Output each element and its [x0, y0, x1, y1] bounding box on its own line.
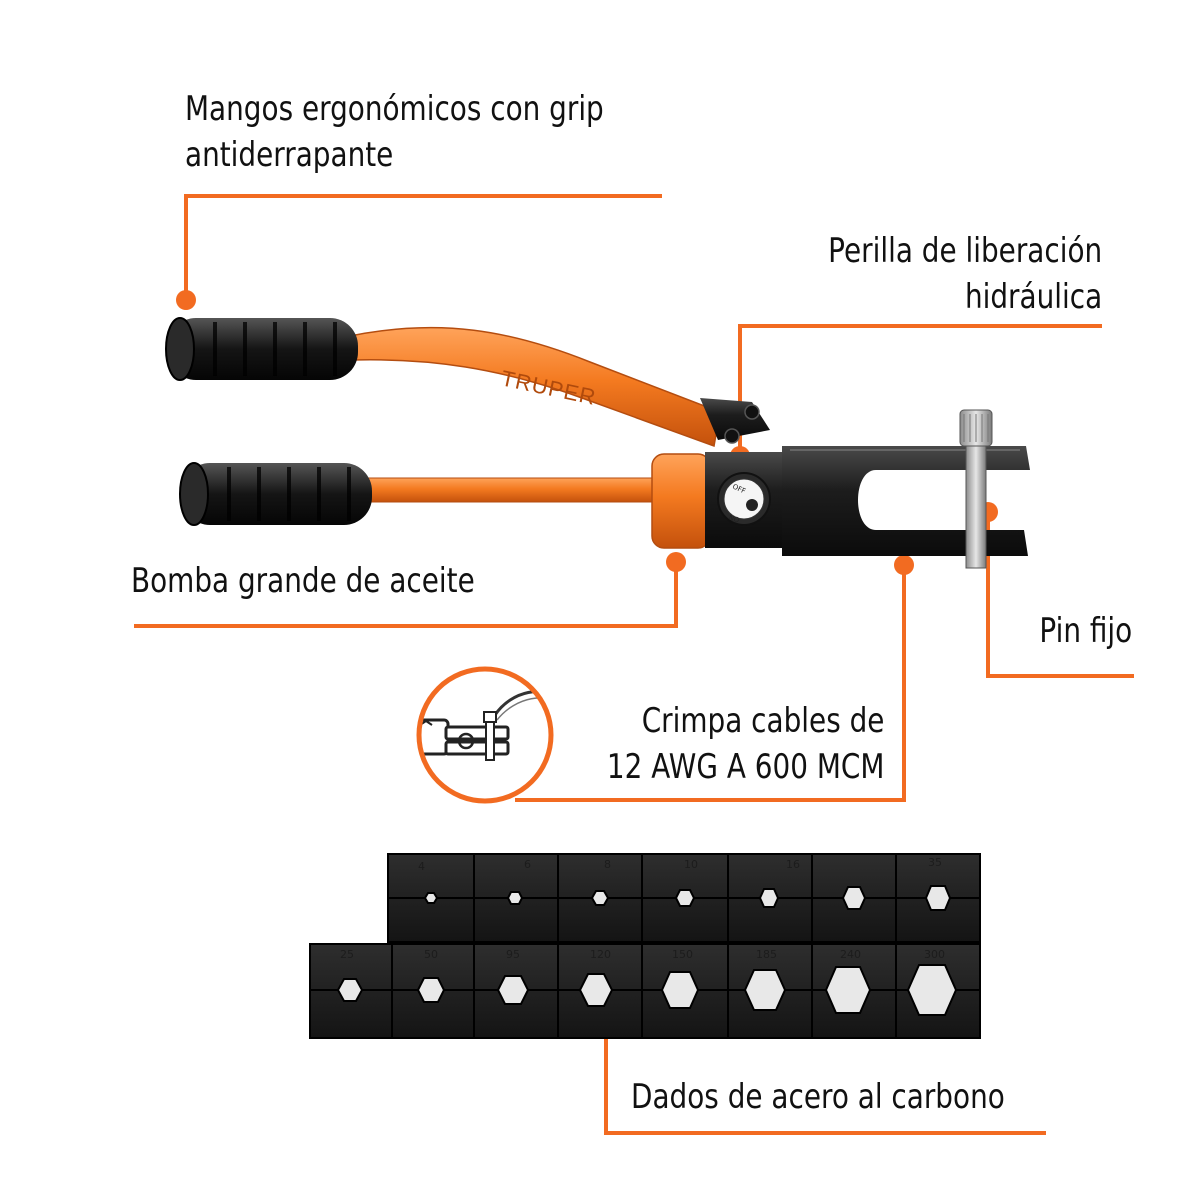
callout-crimp-range-line2: 12 AWG A 600 MCM: [606, 747, 884, 787]
callout-line-release-knob: [738, 324, 1102, 455]
hydraulic-crimper-tool-icon: TRUPER: [165, 317, 1030, 569]
crimping-head: [782, 446, 1030, 556]
die-label-4: 4: [418, 860, 425, 873]
die-label-10: 10: [684, 858, 698, 871]
callout-dies-line1: Dados de acero al carbono: [631, 1077, 1005, 1117]
release-knob-on-mark: ON: [728, 512, 741, 523]
oil-pump-housing: [651, 453, 711, 549]
die-label-50: 50: [424, 948, 438, 961]
callout-oil-pump-line1: Bomba grande de aceite: [131, 561, 475, 601]
die-label-8: 8: [604, 858, 611, 871]
die-label-95: 95: [506, 948, 520, 961]
callout-handles-line2: antiderrapante: [185, 135, 394, 175]
die-label-240: 240: [840, 948, 861, 961]
die-label-185: 185: [756, 948, 777, 961]
lower-grip: [179, 462, 372, 526]
upper-handle-lever: [349, 326, 721, 448]
callout-oil-pump: Bomba grande de aceite: [131, 558, 475, 604]
die-label-16: 16: [786, 858, 800, 871]
callout-fixed-pin-line1: Pin fijo: [1039, 611, 1132, 651]
callout-lines: [134, 194, 1134, 1135]
upper-grip: [165, 317, 358, 381]
die-label-150: 150: [672, 948, 693, 961]
die-row-bottom: 25 50 95 120 150 185 240 300: [309, 943, 981, 1039]
fixed-pin: [959, 409, 993, 569]
callout-dot-crimp: [894, 555, 914, 575]
callout-handles: Mangos ergonómicos con grip antiderrapan…: [185, 86, 604, 178]
lower-handle-tube: [359, 477, 666, 503]
callout-dot-oil-pump: [666, 552, 686, 572]
die-label-300: 300: [924, 948, 945, 961]
callout-handles-line1: Mangos ergonómicos con grip: [185, 89, 604, 129]
die-label-35: 35: [928, 856, 942, 869]
callout-fixed-pin: Pin fijo: [1039, 608, 1132, 654]
die-set: 4 6 8 10 16 35: [309, 853, 981, 1039]
callout-line-handles: [184, 194, 662, 300]
callout-line-oil-pump: [134, 562, 678, 628]
release-knob: OFF ON: [717, 472, 771, 526]
callout-release-knob-line2: hidráulica: [964, 277, 1102, 317]
callout-line-fixed-pin: [986, 512, 1134, 678]
callout-release-knob-line1: Perilla de liberación: [827, 231, 1102, 271]
callout-dies: Dados de acero al carbono: [631, 1074, 1005, 1120]
callout-crimp-range: Crimpa cables de 12 AWG A 600 MCM: [606, 698, 884, 790]
die-row-top: 4 6 8 10 16 35: [387, 853, 981, 943]
callout-dot-handles: [176, 290, 196, 310]
die-label-120: 120: [590, 948, 611, 961]
die-label-6: 6: [524, 858, 531, 871]
callout-line-crimp: [515, 565, 906, 802]
callout-release-knob: Perilla de liberación hidráulica: [828, 228, 1102, 320]
callout-dots: [176, 290, 998, 938]
callout-crimp-range-line1: Crimpa cables de: [641, 701, 884, 741]
crimp-detail-inset-icon: [416, 666, 554, 804]
die-label-25: 25: [340, 948, 354, 961]
